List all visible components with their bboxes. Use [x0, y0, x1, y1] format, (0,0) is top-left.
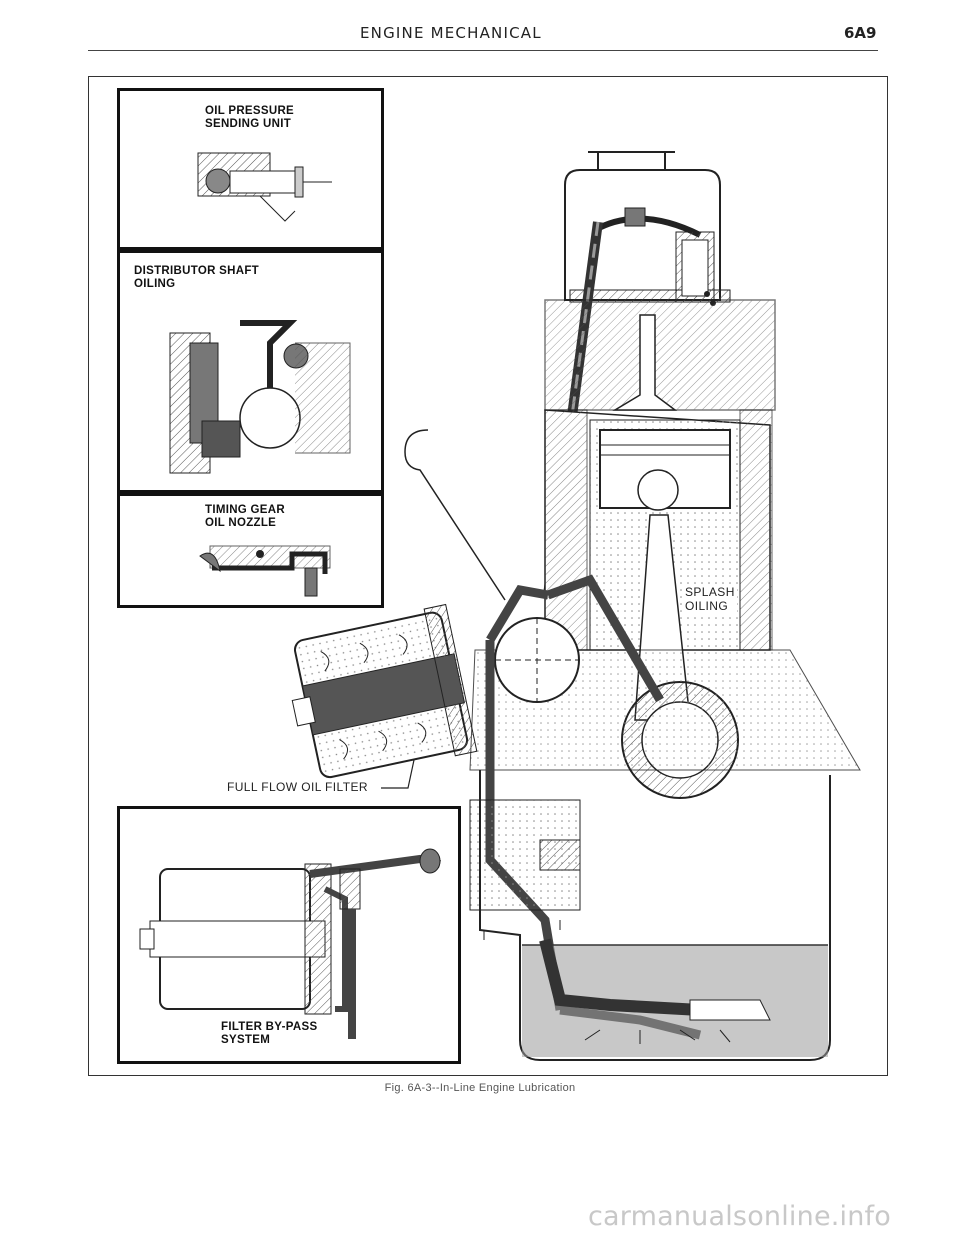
header-rule — [88, 50, 878, 51]
camshaft — [494, 617, 580, 703]
timing-gear-nozzle-drawing — [199, 545, 331, 597]
filter-bypass-drawing — [139, 848, 441, 1039]
section-title: ENGINE MECHANICAL — [360, 24, 542, 42]
inset-label-timing-gear: TIMING GEAR OIL NOZZLE — [205, 504, 285, 529]
dipstick — [404, 429, 506, 601]
oil-pressure-sender-drawing — [197, 152, 332, 222]
inset-oil-pressure-sending-unit: OIL PRESSURE SENDING UNIT — [117, 88, 384, 250]
oil-pump — [469, 799, 581, 940]
oil-pan — [479, 770, 831, 1061]
rocker-arm-assembly — [593, 207, 716, 306]
inset-distributor-shaft-oiling: DISTRIBUTOR SHAFT OILING — [117, 250, 384, 493]
callout-full-flow-oil-filter: FULL FLOW OIL FILTER — [227, 780, 368, 794]
figure-caption: Fig. 6A-3--In-Line Engine Lubrication — [384, 1082, 576, 1094]
inset-label-oil-pressure: OIL PRESSURE SENDING UNIT — [205, 105, 295, 130]
full-flow-oil-filter — [291, 603, 478, 779]
figure-frame — [88, 76, 888, 1076]
callout-splash-oiling: SPLASH OILING — [683, 585, 737, 613]
page-number: 6A9 — [844, 24, 877, 42]
inset-filter-bypass-system: FILTER BY-PASS SYSTEM — [117, 806, 461, 1064]
inset-timing-gear-oil-nozzle: TIMING GEAR OIL NOZZLE — [117, 493, 384, 608]
inset-label-filter-bypass: FILTER BY-PASS SYSTEM — [221, 1021, 318, 1046]
site-watermark: carmanualsonline.info — [588, 1201, 891, 1232]
inset-label-distributor: DISTRIBUTOR SHAFT OILING — [134, 265, 259, 290]
distributor-shaft-drawing — [169, 320, 351, 474]
engine-block — [469, 299, 861, 799]
